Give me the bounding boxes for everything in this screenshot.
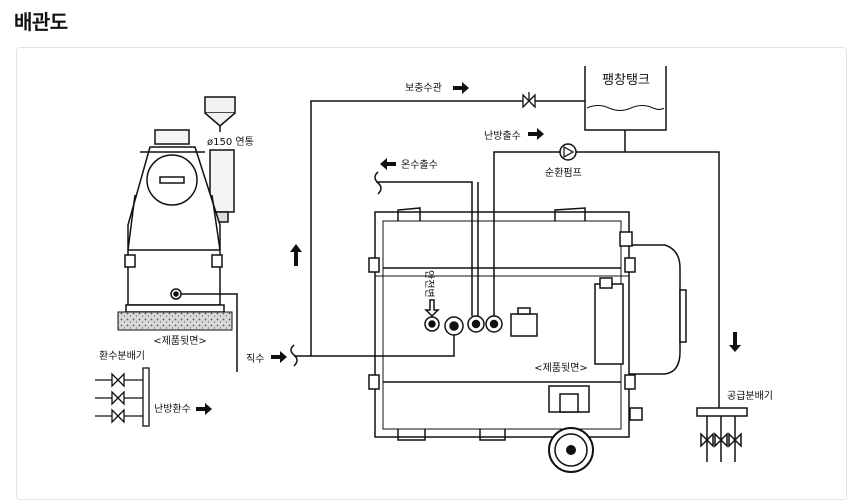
circulation-pump-label: 순환펌프: [545, 167, 582, 179]
makeup-pipe-label: 보충수관: [405, 82, 442, 94]
arrow-right-icon: [528, 128, 544, 140]
arrow-right-icon: [271, 351, 287, 363]
pipe-break-icon: [374, 171, 382, 195]
circulation-pump-icon: [559, 143, 577, 161]
supply-pipe: [576, 151, 720, 408]
supply-header-label: 공급분배기: [727, 390, 773, 402]
rear-label-left: <제품뒷면>: [153, 334, 207, 347]
expansion-tank-label: 팽창탱크: [602, 73, 650, 88]
pipe-break-icon: [290, 344, 298, 367]
arrow-left-icon: [380, 158, 396, 170]
rear-label-right: <제품뒷면>: [534, 361, 588, 374]
hot-water-out-label: 온수출수: [401, 159, 438, 171]
concrete-base: [117, 311, 233, 331]
boiler-rear-view: [124, 96, 236, 313]
arrow-right-icon: [196, 403, 212, 415]
expansion-tank-icon: [584, 66, 667, 131]
cold-water-pipe: [311, 335, 455, 357]
vent-label: ø150 연통: [207, 136, 254, 148]
heating-return-label: 난방환수: [154, 403, 191, 415]
vent-cap-icon: [204, 96, 236, 132]
heating-outlet-pipe: [493, 151, 560, 316]
makeup-pipe: [294, 100, 585, 357]
direct-water-label: 직수: [246, 353, 264, 365]
hot-water-out-pipe: [376, 181, 473, 316]
main-boiler: [368, 207, 687, 441]
arrow-up-icon: [290, 244, 302, 266]
heating-outlet-label: 난방출수: [484, 130, 521, 142]
safety-valve-label: 안전변: [423, 270, 435, 298]
page-title: 배관도: [14, 10, 68, 34]
arrow-down-icon: [729, 332, 741, 352]
arrow-right-icon: [453, 82, 469, 94]
left-return-pipe: [181, 293, 238, 372]
wheel-icon: [548, 427, 594, 473]
return-header: [95, 367, 150, 427]
return-header-label: 환수분배기: [99, 350, 145, 362]
